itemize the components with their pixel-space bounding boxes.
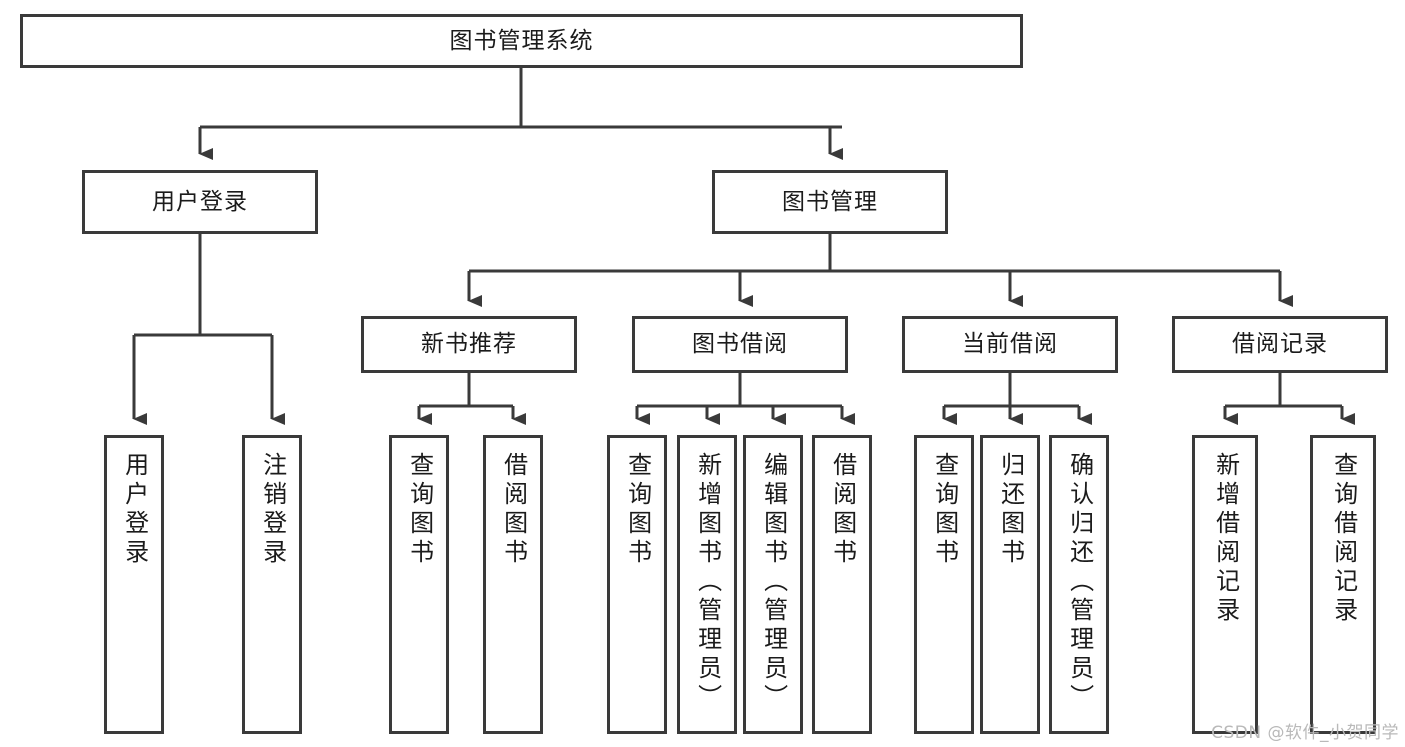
- leaf-user-login-1[interactable]: 用户登录: [104, 435, 164, 734]
- node-label: 查询图书: [623, 452, 652, 568]
- node-user-login[interactable]: 用户登录: [82, 170, 318, 234]
- node-new-book-recommendation[interactable]: 新书推荐: [361, 316, 577, 373]
- node-book-borrowing[interactable]: 图书借阅: [632, 316, 848, 373]
- leaf-book-borrow-2[interactable]: 新增图书（管理员）: [677, 435, 737, 734]
- node-label: 借阅图书: [499, 452, 528, 568]
- node-label: 查询图书: [405, 452, 434, 568]
- node-label: 图书管理系统: [449, 27, 594, 54]
- leaf-current-borrow-1[interactable]: 查询图书: [914, 435, 974, 734]
- node-label: 查询图书: [930, 452, 959, 568]
- leaf-book-borrow-3[interactable]: 编辑图书（管理员）: [743, 435, 803, 734]
- leaf-borrow-record-1[interactable]: 新增借阅记录: [1192, 435, 1258, 734]
- node-label: 当前借阅: [962, 331, 1058, 358]
- node-current-borrowing[interactable]: 当前借阅: [902, 316, 1118, 373]
- node-label: 新增借阅记录: [1211, 452, 1240, 626]
- watermark-text: CSDN @软件_小贺同学: [1211, 723, 1399, 743]
- leaf-book-borrow-1[interactable]: 查询图书: [607, 435, 667, 734]
- leaf-borrow-record-2[interactable]: 查询借阅记录: [1310, 435, 1376, 734]
- node-label: 新书推荐: [421, 331, 517, 358]
- node-label: 查询借阅记录: [1329, 452, 1358, 626]
- node-label: 编辑图书（管理员）: [759, 452, 788, 713]
- node-label: 用户登录: [120, 452, 149, 568]
- node-label: 图书借阅: [692, 331, 788, 358]
- node-label: 注销登录: [258, 452, 287, 568]
- leaf-new-book-1[interactable]: 查询图书: [389, 435, 449, 734]
- node-borrowing-record[interactable]: 借阅记录: [1172, 316, 1388, 373]
- node-label: 确认归还（管理员）: [1065, 452, 1094, 713]
- node-label: 新增图书（管理员）: [693, 452, 722, 713]
- node-label: 用户登录: [152, 188, 248, 215]
- node-book-management[interactable]: 图书管理: [712, 170, 948, 234]
- leaf-current-borrow-2[interactable]: 归还图书: [980, 435, 1040, 734]
- node-root-book-management-system[interactable]: 图书管理系统: [20, 14, 1023, 68]
- node-label: 图书管理: [782, 188, 878, 215]
- leaf-new-book-2[interactable]: 借阅图书: [483, 435, 543, 734]
- node-label: 借阅记录: [1232, 331, 1328, 358]
- leaf-user-login-2[interactable]: 注销登录: [242, 435, 302, 734]
- node-label: 归还图书: [996, 452, 1025, 568]
- leaf-current-borrow-3[interactable]: 确认归还（管理员）: [1049, 435, 1109, 734]
- node-label: 借阅图书: [828, 452, 857, 568]
- leaf-book-borrow-4[interactable]: 借阅图书: [812, 435, 872, 734]
